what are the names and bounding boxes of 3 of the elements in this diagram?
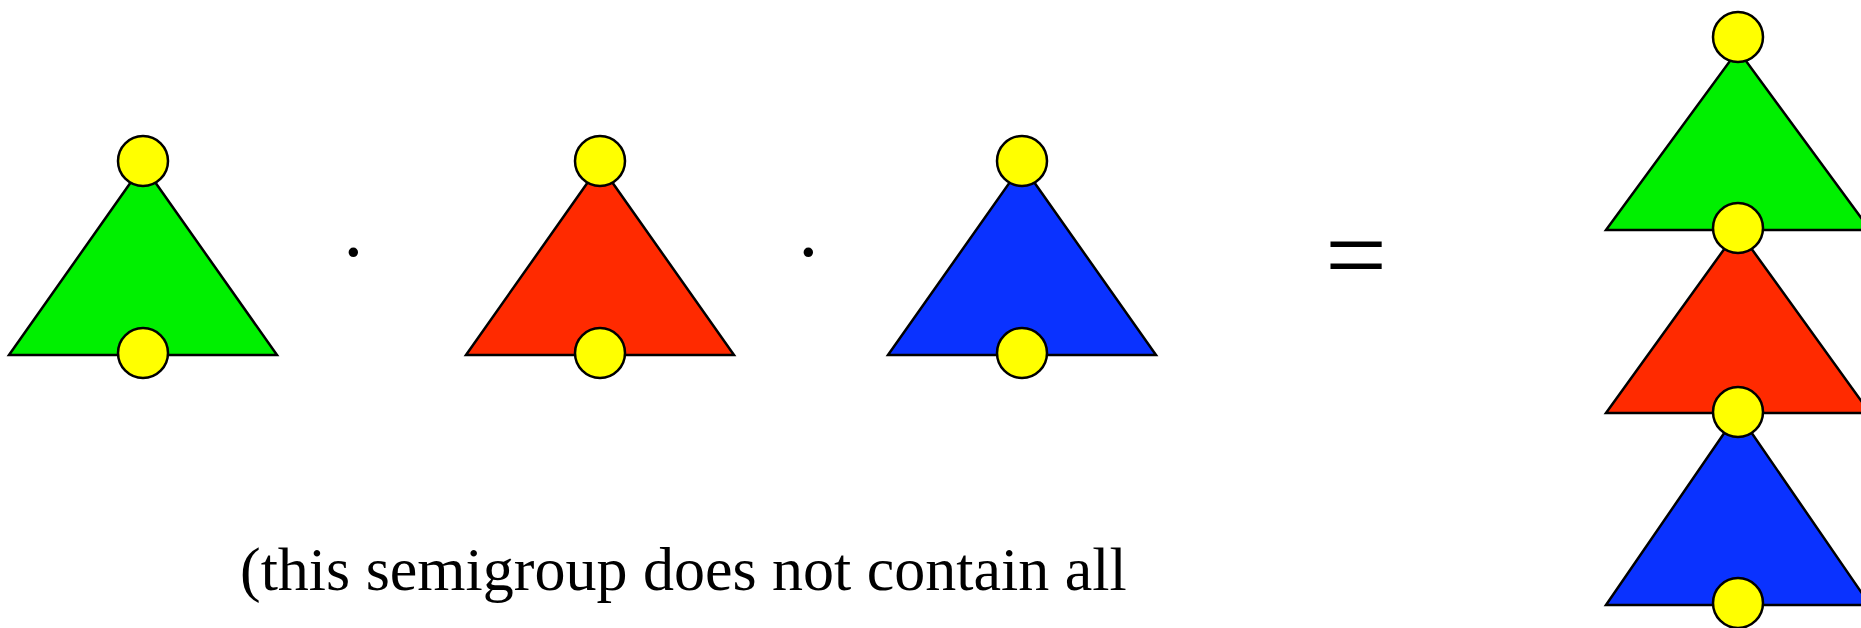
equals-sign: = — [1325, 200, 1388, 310]
multiplication-dot: · — [795, 212, 822, 292]
multiplication-dot: · — [340, 212, 367, 292]
